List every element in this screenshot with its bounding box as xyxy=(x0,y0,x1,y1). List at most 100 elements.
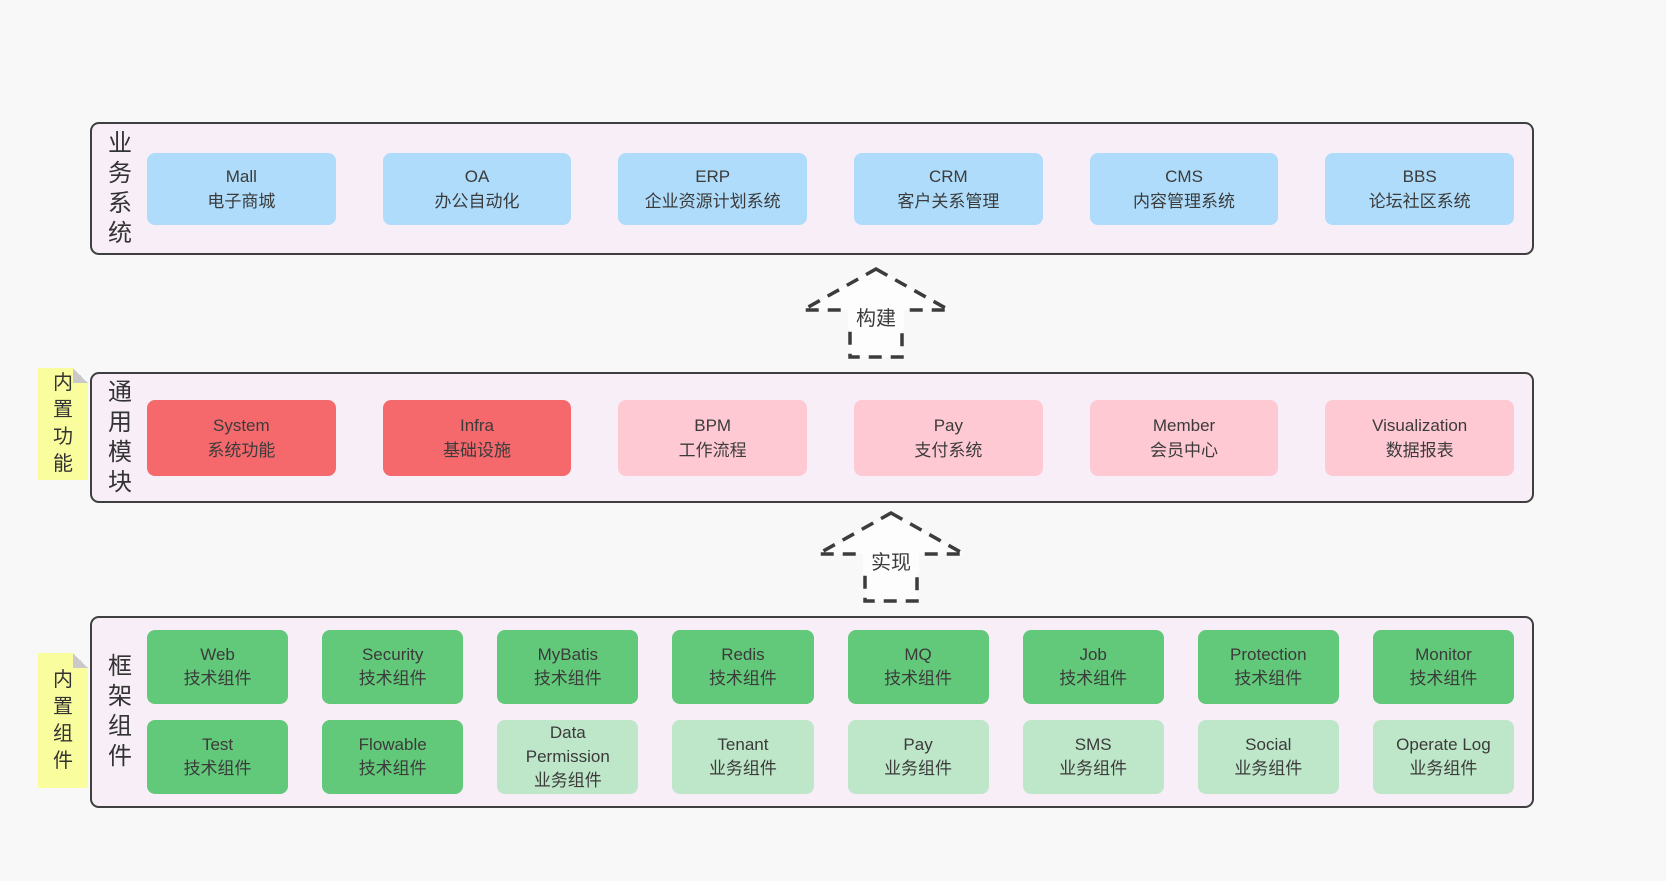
box-crm: CRM 客户关系管理 xyxy=(854,152,1043,225)
common-modules-boxes: System 系统功能 Infra 基础设施 BPM 工作流程 Pay 支付系统 Member 会… xyxy=(147,399,1515,476)
box-subtitle: 电子商城 xyxy=(207,191,276,211)
box-row: System 系统功能 Infra 基础设施 BPM 工作流程 Pay 支付系统 Member 会… xyxy=(147,399,1515,476)
box-title: SMS xyxy=(1074,735,1112,754)
build-arrow-label: 构建 xyxy=(856,307,896,330)
box-subtitle: 企业资源计划系统 xyxy=(644,191,781,211)
box-title: Job xyxy=(1079,645,1107,664)
box-infra: Infra 基础设施 xyxy=(382,399,572,476)
box-subtitle: 技术组件 xyxy=(358,759,427,778)
box-subtitle: 业务组件 xyxy=(1234,759,1303,778)
box-title: Visualization xyxy=(1372,415,1468,435)
box-tenant: Tenant 业务组件 xyxy=(672,720,814,794)
box-title: Tenant xyxy=(717,735,769,754)
box-subtitle: 技术组件 xyxy=(884,669,953,688)
box-member: Member 会员中心 xyxy=(1089,399,1279,476)
box-title: Web xyxy=(200,645,235,664)
box-mq: MQ 技术组件 xyxy=(847,630,989,704)
panel-label-framework-components: 框架组件 xyxy=(108,653,132,770)
box-title: CRM xyxy=(928,166,968,186)
box-subtitle: 技术组件 xyxy=(533,669,602,688)
box-subtitle: 系统功能 xyxy=(207,440,276,460)
box-title: Social xyxy=(1245,735,1292,754)
sticky-note-built-in-features: 内置功能 xyxy=(38,368,88,480)
box-pay: Pay 业务组件 xyxy=(847,720,989,794)
box-subtitle: 会员中心 xyxy=(1150,440,1219,460)
box-title: Flowable xyxy=(358,735,427,754)
box-mybatis: MyBatis 技术组件 xyxy=(497,630,639,704)
box-title: MQ xyxy=(904,645,932,664)
box-subtitle: 业务组件 xyxy=(1059,759,1128,778)
box-erp: ERP 企业资源计划系统 xyxy=(618,152,808,225)
box-subtitle: 工作流程 xyxy=(678,440,747,460)
box-title: Infra xyxy=(459,415,495,435)
box-subtitle: 业务组件 xyxy=(1409,759,1478,778)
box-title: Monitor xyxy=(1415,645,1472,664)
box-subtitle: 业务组件 xyxy=(533,771,602,790)
box-subtitle: 基础设施 xyxy=(443,440,511,460)
box-subtitle: 业务组件 xyxy=(884,759,953,778)
sticky-note-built-in-components: 内置组件 xyxy=(38,653,88,788)
box-mall: Mall 电子商城 xyxy=(147,152,336,225)
box-title: Redis xyxy=(721,645,765,664)
implement-arrow-label: 实现 xyxy=(871,551,911,574)
box-data-permission: Data Permission 业务组件 xyxy=(497,720,639,794)
box-social: Social 业务组件 xyxy=(1197,720,1339,794)
arrow-label-bg xyxy=(863,546,919,574)
box-title: CMS xyxy=(1165,166,1203,186)
box-title: ERP xyxy=(695,166,731,186)
box-redis: Redis 技术组件 xyxy=(672,630,814,704)
box-title: BPM xyxy=(694,415,732,435)
box-cms: CMS 内容管理系统 xyxy=(1089,152,1279,225)
box-sms: SMS 业务组件 xyxy=(1022,720,1164,794)
box-subtitle: 技术组件 xyxy=(1059,669,1128,688)
box-subtitle: 数据报表 xyxy=(1385,440,1454,460)
box-flowable: Flowable 技术组件 xyxy=(322,720,464,794)
box-title: Data Permission xyxy=(525,723,610,766)
box-title: Pay xyxy=(933,415,963,435)
implement-arrow: 实现 xyxy=(815,510,967,604)
box-visualization: Visualization 数据报表 xyxy=(1325,399,1515,476)
box-protection: Protection 技术组件 xyxy=(1197,630,1339,704)
box-subtitle: 内容管理系统 xyxy=(1133,191,1236,211)
box-subtitle: 论坛社区系统 xyxy=(1368,191,1471,211)
box-subtitle: 支付系统 xyxy=(914,440,983,460)
box-subtitle: 客户关系管理 xyxy=(897,191,1000,211)
box-subtitle: 业务组件 xyxy=(708,759,777,778)
box-title: MyBatis xyxy=(537,645,599,664)
box-operate-log: Operate Log 业务组件 xyxy=(1372,720,1514,794)
box-web: Web 技术组件 xyxy=(147,630,289,704)
arrow-label-bg xyxy=(848,302,904,330)
box-subtitle: 技术组件 xyxy=(1409,669,1478,688)
box-subtitle: 技术组件 xyxy=(1234,669,1303,688)
panel-label-business-systems: 业务系统 xyxy=(108,129,132,247)
box-title: Protection xyxy=(1230,645,1307,664)
box-subtitle: 技术组件 xyxy=(358,669,427,688)
box-subtitle: 办公自动化 xyxy=(434,191,520,211)
panel-common-modules: 通用模块 System 系统功能 Infra 基础设施 BPM 工作流程 Pay 支付系统 Me… xyxy=(90,372,1534,503)
box-system: System 系统功能 xyxy=(147,399,336,476)
box-job: Job 技术组件 xyxy=(1022,630,1164,704)
box-title: Mall xyxy=(225,166,257,186)
box-security: Security 技术组件 xyxy=(322,630,464,704)
sticky-note-text: 内置组件 xyxy=(53,668,73,772)
box-title: Member xyxy=(1152,415,1216,435)
panel-label-common-modules: 通用模块 xyxy=(108,378,132,496)
box-title: Security xyxy=(361,645,424,664)
box-title: Operate Log xyxy=(1396,735,1491,754)
box-title: System xyxy=(212,415,270,435)
box-subtitle: 技术组件 xyxy=(183,669,252,688)
box-pay: Pay 支付系统 xyxy=(854,399,1043,476)
box-subtitle: 技术组件 xyxy=(183,759,252,778)
box-title: Pay xyxy=(903,735,933,754)
box-subtitle: 技术组件 xyxy=(708,669,777,688)
